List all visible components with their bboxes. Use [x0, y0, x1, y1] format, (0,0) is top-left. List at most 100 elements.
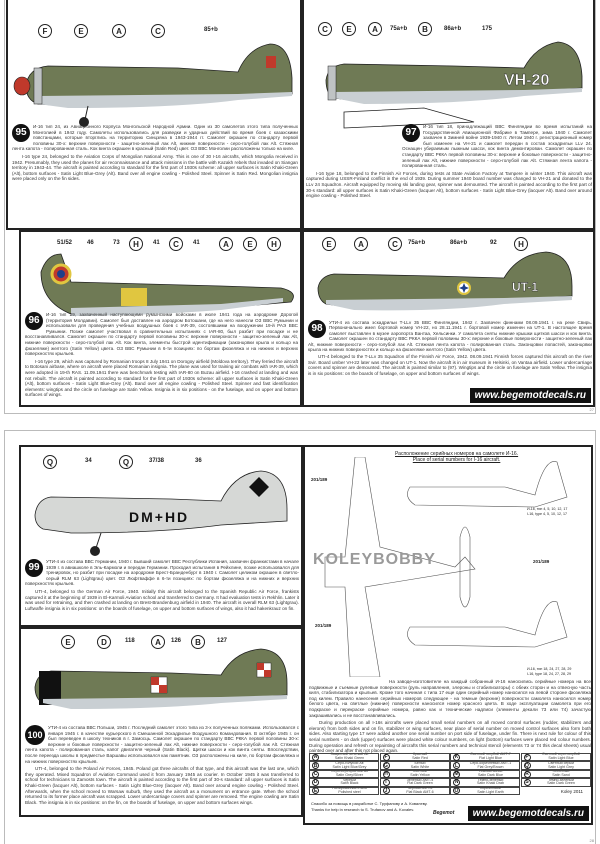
legend-key: K [453, 753, 460, 761]
callout-f: F [38, 24, 52, 38]
legend-key: H [382, 770, 390, 778]
thanks-en: Thanks for help in research to S. Trufan… [311, 806, 415, 812]
callout-b: B [418, 22, 432, 36]
description-en: I-16 type 24, belonged to the Aviation C… [12, 153, 298, 182]
legend-label-ru: Темно-зеленый [477, 777, 504, 782]
legend-label-en: Satin Yellow [410, 773, 430, 777]
aircraft-profile-99 [34, 470, 288, 556]
callout-86ab: 86a+b [450, 240, 468, 246]
legend-label-ru: Светлый голубой АМТ-7 [470, 752, 511, 757]
page-number: 28 [589, 838, 594, 843]
callout-e: E [342, 22, 356, 36]
serial-numbers-panel: Расположение серийных номеров на самолет… [303, 445, 593, 825]
callout-c: C [388, 237, 402, 251]
legend-label-ru: Темный синий [478, 769, 503, 774]
aircraft-line-drawing-plan [324, 457, 568, 677]
legend-key: G [382, 762, 390, 770]
copyright: Koley 2011 [560, 789, 583, 794]
callout-e: E [243, 237, 257, 251]
callout-3738: 37/38 [149, 458, 165, 464]
serial-label: 201/189 [315, 623, 332, 628]
legend-label-ru: Песочный [552, 769, 570, 774]
callout-q: Q [119, 455, 133, 469]
callout-d: D [97, 635, 111, 649]
legend-label-ru: Белый [414, 760, 426, 765]
callout-73: 73 [113, 240, 120, 246]
legend-label-ru: Красный [412, 752, 428, 757]
types-a-ru: И-16, тип 4, 5, 10, 12, 17 [527, 507, 568, 511]
legend-label-ru: Серо-серебристый Alt [331, 769, 368, 774]
profile-number-badge: 97 [402, 124, 420, 142]
callout-a: A [219, 237, 233, 251]
serial-label: 201/189 [533, 559, 550, 564]
legend-key: E [312, 787, 319, 795]
description-ru-text: УТИ-4 из состава эскадрильи T-LLv 35 ВВС… [308, 320, 592, 353]
fuselage-codes: DM+HD [129, 509, 190, 525]
callout-5152: 51/52 [57, 240, 73, 246]
aircraft-profile-96 [40, 253, 294, 316]
legend-label-ru: Черный [343, 777, 356, 782]
callout-36: 36 [195, 458, 202, 464]
thanks-ru: Спасибо за помощь в разработке С. Труфан… [311, 801, 428, 806]
callout-h: H [129, 237, 143, 251]
aircraft-profile-98 [317, 251, 573, 311]
legend-label-ru: Темно-зеленый [548, 777, 574, 782]
legend-key: L [453, 762, 460, 770]
legend-label-en: Satin Light Grey [548, 764, 574, 769]
website-link[interactable]: www.begemotdecals.ru [469, 388, 591, 403]
aircraft-profile-100 [34, 648, 288, 709]
legend-label-ru: Коричневый [480, 786, 501, 790]
profile-number-badge: 100 [25, 725, 45, 745]
website-link[interactable]: www.begemotdecals.ru [467, 806, 589, 821]
callout-e: E [322, 237, 336, 251]
description-ru-text: И-16 тип 29, захваченный наступающими ру… [25, 312, 298, 357]
legend-label-ru: Светлый серо-голубой [542, 752, 580, 757]
callout-92: 92 [490, 240, 497, 246]
legend-label-en: Flat Grey/Brown [477, 764, 504, 769]
legend-label-en: Satin Dark Green [547, 781, 575, 786]
watermark: KOLEYBOBBY [313, 551, 436, 568]
callout-41: 41 [193, 240, 200, 246]
legend-label-ru: Серо-коричневый АМТ-1 [469, 760, 512, 765]
profile-number-badge: 95 [12, 124, 30, 142]
aircraft-profile-95 [13, 43, 293, 127]
description-ru-text: И-16 тип 18, принадлежащий ВВС Финляндии… [402, 124, 592, 169]
callout-b: B [191, 635, 205, 649]
legend-key: Q [523, 762, 531, 770]
description-ru-text: УТИ-4 из состава ВВС Германии, 1940 г. Б… [25, 559, 299, 587]
legend-key: J [382, 787, 390, 795]
board-number: UT-1 [512, 280, 539, 294]
thanks: Спасибо за помощь в разработке С. Труфан… [311, 801, 429, 812]
legend-label-en: Satin Grey/Silver [336, 773, 363, 777]
description-en: UTI-4, belonged to the Poland Air Forces… [25, 766, 299, 805]
callout-85b: 85+b [204, 27, 218, 33]
